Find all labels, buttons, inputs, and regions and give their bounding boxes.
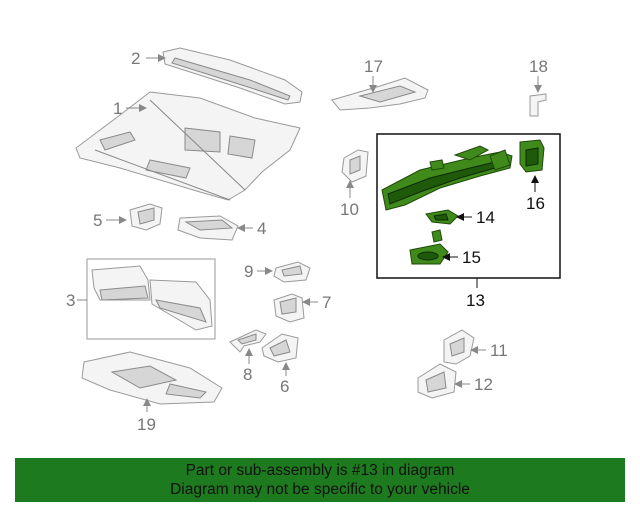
part-1-floor-pan[interactable] xyxy=(75,91,301,201)
svg-text:6: 6 xyxy=(280,377,289,396)
part-11-panel[interactable] xyxy=(443,329,475,365)
part-15-bracket[interactable] xyxy=(409,229,449,265)
svg-text:8: 8 xyxy=(243,365,252,384)
svg-text:4: 4 xyxy=(257,219,266,238)
svg-text:5: 5 xyxy=(93,211,102,230)
callout-12: 12 xyxy=(454,375,493,394)
svg-text:16: 16 xyxy=(526,194,545,213)
part-4-bracket[interactable] xyxy=(177,215,239,241)
part-19-rear-floor[interactable] xyxy=(81,351,223,405)
part-2-crossmember[interactable] xyxy=(162,47,303,105)
callout-7: 7 xyxy=(302,293,331,312)
part-3-group[interactable] xyxy=(86,258,216,340)
part-18-bracket[interactable] xyxy=(529,93,547,117)
svg-text:12: 12 xyxy=(474,375,493,394)
info-banner-line-1: Part or sub-assembly is #13 in diagram xyxy=(185,462,455,479)
part-13-rail-assembly[interactable] xyxy=(381,145,513,211)
part-8-bracket[interactable] xyxy=(229,329,267,353)
callout-9: 9 xyxy=(244,262,273,281)
svg-text:3: 3 xyxy=(66,291,75,310)
callout-11: 11 xyxy=(470,341,508,360)
svg-text:17: 17 xyxy=(364,57,383,76)
callout-1: 1 xyxy=(113,99,147,118)
part-3-frame xyxy=(86,258,216,340)
part-6-bracket[interactable] xyxy=(261,333,299,363)
callout-10: 10 xyxy=(340,180,359,219)
callout-18: 18 xyxy=(529,57,548,93)
svg-text:2: 2 xyxy=(131,49,140,68)
callout-13: 13 xyxy=(466,278,485,310)
callout-6: 6 xyxy=(280,362,290,396)
callout-14: 14 xyxy=(456,208,495,227)
svg-text:9: 9 xyxy=(244,262,253,281)
part-9-bracket[interactable] xyxy=(273,261,311,283)
assembly-13-group[interactable]: 16 14 15 xyxy=(376,133,561,279)
callout-5: 5 xyxy=(93,211,127,230)
callout-4: 4 xyxy=(237,219,266,238)
callout-15: 15 xyxy=(442,248,481,267)
part-17-rail-extension[interactable] xyxy=(331,77,429,111)
svg-text:7: 7 xyxy=(322,293,331,312)
part-16-bracket[interactable] xyxy=(519,139,545,173)
svg-text:11: 11 xyxy=(490,341,508,360)
callout-16: 16 xyxy=(526,175,545,213)
svg-text:1: 1 xyxy=(113,99,122,118)
svg-text:19: 19 xyxy=(137,415,156,434)
info-banner: Part or sub-assembly is #13 in diagram D… xyxy=(15,458,625,502)
callout-19: 19 xyxy=(137,398,156,434)
part-7-bracket[interactable] xyxy=(273,293,305,323)
callout-2: 2 xyxy=(131,49,166,68)
callout-3: 3 xyxy=(66,291,87,310)
part-5-mount[interactable] xyxy=(129,203,163,231)
svg-text:10: 10 xyxy=(340,200,359,219)
part-12-panel[interactable] xyxy=(417,363,457,399)
info-banner-line-2: Diagram may not be specific to your vehi… xyxy=(170,481,470,498)
svg-text:13: 13 xyxy=(466,291,485,310)
svg-text:18: 18 xyxy=(529,57,548,76)
svg-text:14: 14 xyxy=(476,208,495,227)
assembly-13-frame xyxy=(376,133,561,279)
part-14-bracket[interactable] xyxy=(425,209,459,225)
callout-8: 8 xyxy=(243,348,253,384)
part-10-bracket[interactable] xyxy=(341,149,369,183)
callout-17: 17 xyxy=(364,57,383,93)
svg-text:15: 15 xyxy=(462,248,481,267)
